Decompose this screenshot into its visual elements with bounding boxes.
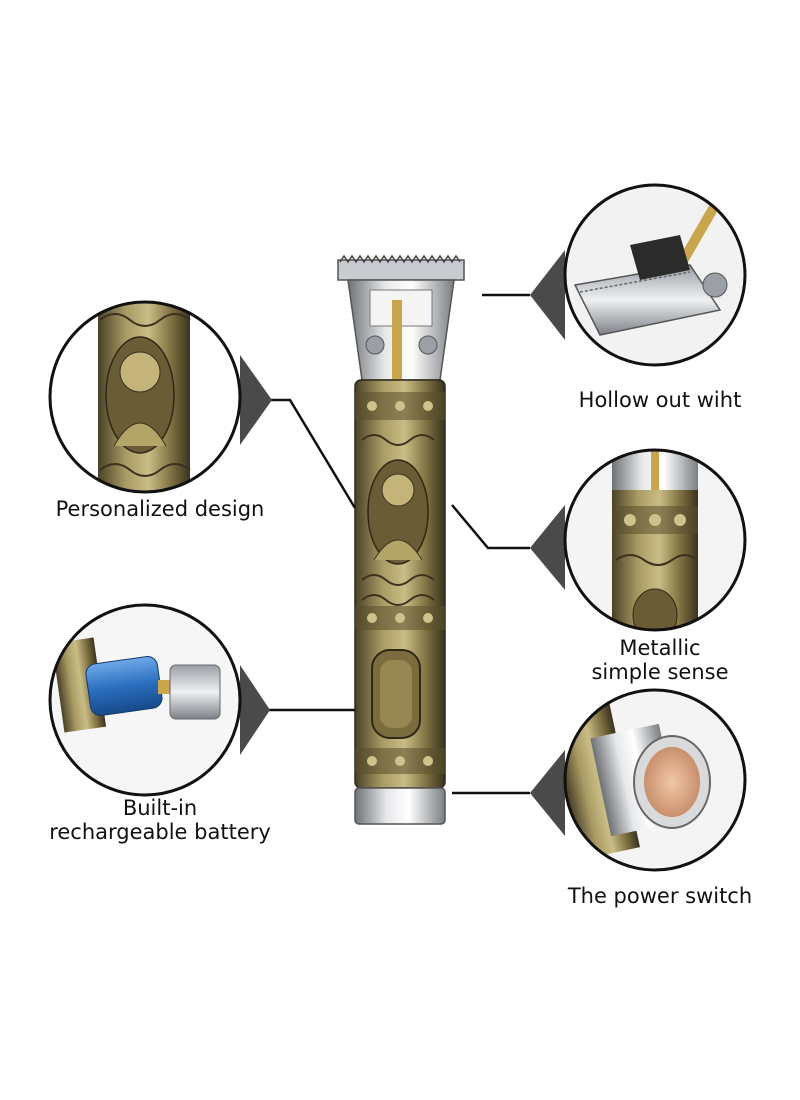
label-hollow-out: Hollow out wiht xyxy=(555,388,765,412)
detail-circle-battery xyxy=(48,603,242,797)
label-power-switch: The power switch xyxy=(555,884,765,908)
detail-circle-power xyxy=(563,688,747,872)
label-metallic-line2: simple sense xyxy=(591,660,729,684)
label-metallic-line1: Metallic xyxy=(619,636,701,660)
trimmer-main xyxy=(337,254,465,825)
label-power-text: The power switch xyxy=(567,884,753,908)
detail-circle-hollow xyxy=(563,183,747,367)
label-battery: Built-in rechargeable battery xyxy=(30,796,290,844)
connector-lines xyxy=(265,293,530,795)
detail-circle-metallic xyxy=(563,448,747,632)
label-personalized-design: Personalized design xyxy=(40,497,280,521)
detail-circle-personalized xyxy=(48,300,242,494)
label-hollow-text: Hollow out wiht xyxy=(578,388,742,412)
label-battery-line1: Built-in xyxy=(122,796,198,820)
label-personalized-text: Personalized design xyxy=(55,497,265,521)
callout-pointers xyxy=(240,250,565,836)
label-battery-line2: rechargeable battery xyxy=(49,820,271,844)
label-metallic: Metallic simple sense xyxy=(560,636,760,684)
